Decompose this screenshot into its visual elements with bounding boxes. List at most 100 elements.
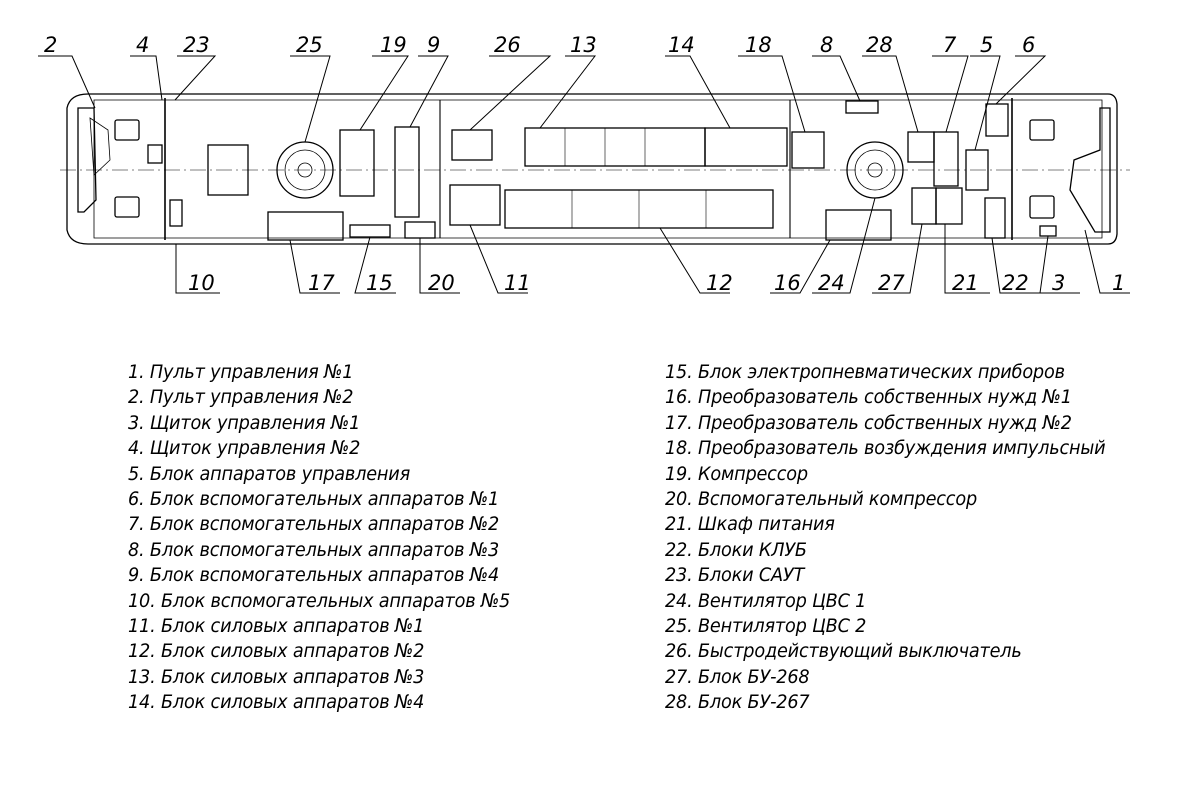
panel-10 bbox=[169, 199, 183, 227]
legend-item: 1. Пульт управления №1 bbox=[128, 361, 354, 383]
legend-item: 28. Блок БУ-267 bbox=[665, 691, 810, 714]
legend-item: 22. Блоки КЛУБ bbox=[665, 538, 807, 561]
auxiliary-block-4 bbox=[394, 126, 420, 218]
leader-line-11 bbox=[469, 224, 528, 294]
leader-line-9 bbox=[409, 55, 449, 128]
leader-line-10 bbox=[175, 244, 220, 294]
callout-26: 26 bbox=[494, 33, 521, 57]
callout-4: 4 bbox=[136, 33, 149, 57]
power-block-4 bbox=[704, 127, 788, 167]
control-apparatus-block bbox=[965, 149, 989, 191]
callout-15: 15 bbox=[366, 271, 393, 295]
pulse-excitation-converter bbox=[791, 131, 825, 169]
leader-line-22 bbox=[991, 237, 1040, 294]
callout-5: 5 bbox=[980, 33, 993, 57]
legend-item: 19. Компрессор bbox=[665, 462, 808, 485]
control-panel-1 bbox=[1039, 225, 1057, 237]
legend-item: 15. Блок электропневматических приборов bbox=[665, 361, 1065, 383]
fan-tsvs-2-hub bbox=[297, 162, 313, 178]
auxiliary-block-left bbox=[207, 144, 249, 196]
leader-line-26 bbox=[469, 55, 552, 131]
block-bu-267 bbox=[907, 131, 935, 163]
leader-line-15 bbox=[354, 236, 396, 294]
legend-item: 13. Блок силовых аппаратов №3 bbox=[128, 665, 425, 688]
leader-line-1 bbox=[1084, 229, 1130, 294]
leader-line-12 bbox=[659, 227, 730, 294]
leader-line-7 bbox=[932, 55, 969, 133]
leader-line-17 bbox=[289, 239, 340, 294]
leader-line-8 bbox=[812, 55, 861, 102]
legend-item: 4. Щиток управления №2 bbox=[128, 437, 361, 460]
callout-24: 24 bbox=[818, 271, 845, 295]
leader-line-28 bbox=[862, 55, 919, 133]
legend-item: 20. Вспомогательный компрессор bbox=[665, 488, 977, 511]
converter-1 bbox=[825, 209, 892, 241]
callout-1: 1 bbox=[1112, 271, 1125, 295]
legend-item: 17. Преобразователь собственных нужд №2 bbox=[665, 411, 1072, 434]
car-body-inner-outline bbox=[93, 99, 1103, 239]
driver-seat-left-1 bbox=[114, 119, 140, 141]
block-bu-268 bbox=[911, 187, 937, 225]
callout-9: 9 bbox=[427, 33, 440, 57]
callout-20: 20 bbox=[428, 271, 455, 295]
callout-6: 6 bbox=[1022, 33, 1035, 57]
legend-column-right: 15. Блок электропневматических приборов … bbox=[665, 360, 1139, 716]
legend-item: 7. Блок вспомогательных аппаратов №2 bbox=[128, 513, 500, 536]
callout-13: 13 bbox=[570, 33, 597, 57]
legend-item: 11. Блок силовых аппаратов №1 bbox=[128, 615, 425, 638]
legend-item: 2. Пульт управления №2 bbox=[128, 386, 354, 409]
callout-17: 17 bbox=[308, 271, 335, 295]
auxiliary-block-1 bbox=[985, 103, 1009, 137]
power-block-1 bbox=[449, 184, 501, 226]
leader-line-19 bbox=[359, 55, 409, 131]
leader-line-13 bbox=[539, 55, 597, 129]
legend-item: 10. Блок вспомогательных аппаратов №5 bbox=[128, 589, 511, 612]
legend-item: 16. Преобразователь собственных нужд №1 bbox=[665, 386, 1072, 409]
legend-item: 18. Преобразователь возбуждения импульсн… bbox=[665, 437, 1106, 460]
legend-item: 14. Блок силовых аппаратов №4 bbox=[128, 691, 425, 714]
legend-item: 25. Вентилятор ЦВС 2 bbox=[665, 615, 867, 638]
control-desk-2-panel bbox=[89, 117, 111, 176]
leader-line-27 bbox=[872, 223, 923, 294]
callout-10: 10 bbox=[188, 271, 215, 295]
callout-21: 21 bbox=[952, 271, 979, 295]
control-desk-2 bbox=[77, 107, 97, 213]
leader-line-14 bbox=[665, 55, 731, 129]
power-cabinet bbox=[935, 187, 963, 225]
klub-blocks bbox=[984, 197, 1006, 239]
leader-line-6 bbox=[995, 55, 1047, 105]
leader-line-3 bbox=[1039, 235, 1080, 294]
callout-27: 27 bbox=[878, 271, 905, 295]
car-body-outline bbox=[66, 93, 1118, 245]
legend-item: 26. Быстродействующий выключатель bbox=[665, 640, 1022, 663]
driver-seat-left-2 bbox=[114, 196, 140, 218]
callout-3: 3 bbox=[1052, 271, 1065, 295]
auxiliary-compressor bbox=[404, 221, 436, 239]
auxiliary-block-2 bbox=[933, 131, 959, 187]
leader-line-25 bbox=[290, 55, 331, 143]
callout-18: 18 bbox=[745, 33, 772, 57]
legend-item: 23. Блоки САУТ bbox=[665, 564, 805, 587]
callout-28: 28 bbox=[866, 33, 893, 57]
legend-item: 12. Блок силовых аппаратов №2 bbox=[128, 640, 425, 663]
panel-4 bbox=[147, 144, 163, 164]
electropneumatic-block bbox=[349, 224, 391, 238]
legend-column-left: 1. Пульт управления №1 2. Пульт управлен… bbox=[128, 360, 539, 716]
fast-breaker bbox=[451, 129, 493, 161]
callout-25: 25 bbox=[296, 33, 323, 57]
leader-line-24 bbox=[812, 197, 876, 294]
callout-2: 2 bbox=[44, 33, 57, 57]
driver-seat-right-1 bbox=[1029, 119, 1055, 141]
legend-item: 9. Блок вспомогательных аппаратов №4 bbox=[128, 564, 500, 587]
leader-line-21 bbox=[944, 224, 990, 294]
leader-line-2 bbox=[38, 55, 96, 109]
legend-item: 27. Блок БУ-268 bbox=[665, 665, 810, 688]
leader-line-20 bbox=[419, 238, 460, 294]
callout-7: 7 bbox=[943, 33, 957, 57]
fan-tsvs-1-hub bbox=[867, 162, 883, 178]
power-block-3 bbox=[524, 127, 706, 167]
fan-tsvs-1-inner bbox=[854, 149, 896, 191]
callout-14: 14 bbox=[668, 33, 695, 57]
driver-seat-right-2 bbox=[1029, 195, 1055, 219]
legend-item: 6. Блок вспомогательных аппаратов №1 bbox=[128, 488, 500, 511]
